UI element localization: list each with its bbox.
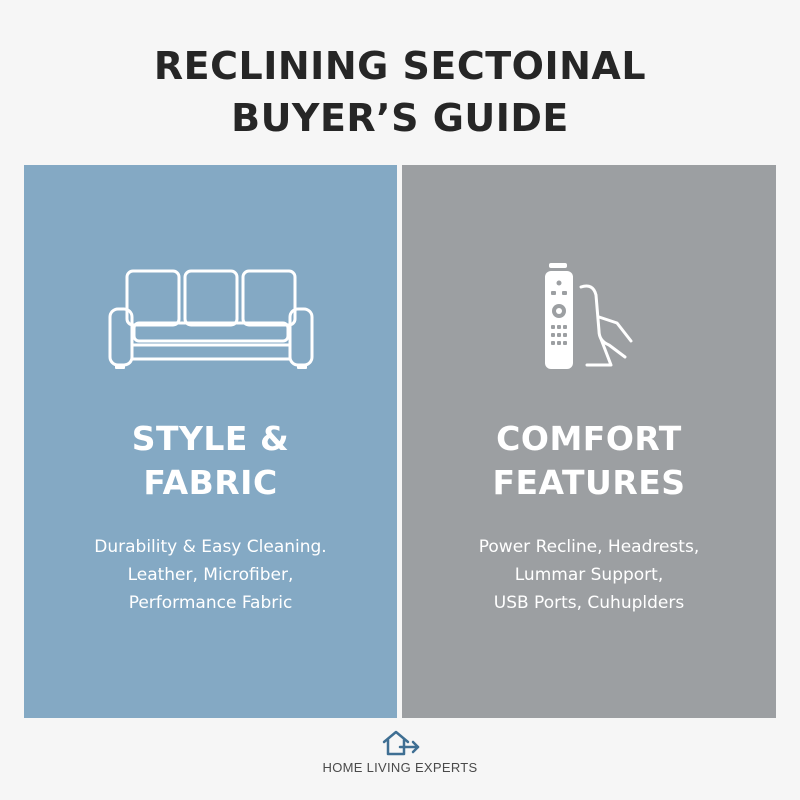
title-line-2: BUYER’S GUIDE [231, 96, 569, 140]
comfort-features-heading: COMFORT FEATURES [492, 419, 686, 502]
house-arrow-icon [382, 730, 420, 756]
title-line-1: RECLINING SECTOINAL [153, 44, 647, 88]
style-fabric-panel: STYLE & FABRIC Durability & Easy Cleanin… [24, 165, 397, 718]
style-fabric-description: Durability & Easy Cleaning. Leather, Mic… [94, 537, 327, 613]
comfort-features-panel: COMFORT FEATURES Power Recline, Headrest… [402, 165, 776, 718]
page-title: RECLINING SECTOINAL BUYER’S GUIDE [0, 40, 800, 144]
sofa-icon [24, 267, 397, 371]
brand-name: HOME LIVING EXPERTS [322, 760, 478, 775]
style-fabric-heading: STYLE & FABRIC [131, 419, 290, 502]
remote-recliner-icon [402, 261, 776, 373]
brand-footer: HOME LIVING EXPERTS [0, 728, 800, 775]
comfort-features-description: Power Recline, Headrests, Lummar Support… [478, 537, 700, 613]
